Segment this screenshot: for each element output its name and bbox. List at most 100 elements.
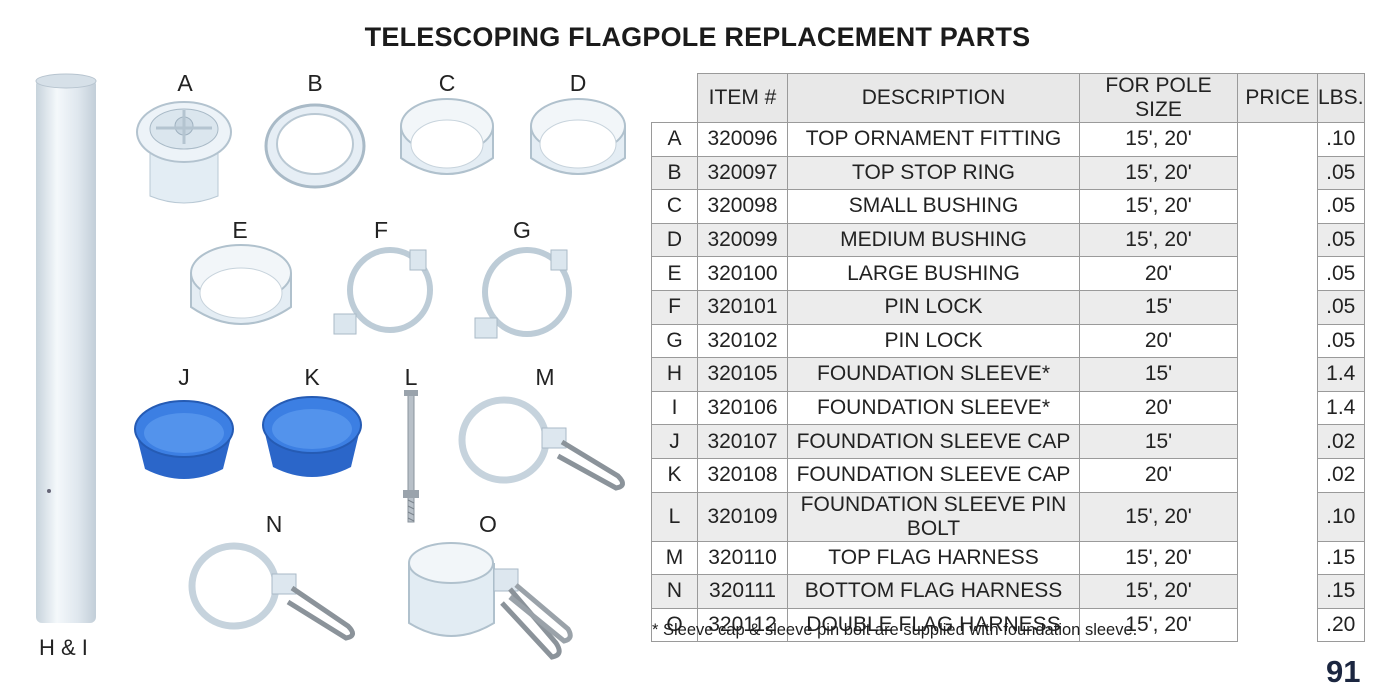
parts-table: ITEM # DESCRIPTION FOR POLE SIZE PRICE L… [651,73,1365,643]
cell-pole-size: 20' [1079,457,1238,493]
part-letter-c: C [438,70,456,96]
cell-pole-size: 15', 20' [1079,155,1238,191]
cell-pole-size: 15', 20' [1079,540,1238,576]
cell-lbs: .05 [1317,222,1365,258]
header-lbs: LBS. [1317,73,1365,123]
foundation-sleeve-cap-15-image [134,400,234,479]
cell-description: PIN LOCK [787,323,1080,359]
cell-price [1237,492,1318,542]
cell-item: 320100 [697,256,788,291]
cell-letter: D [651,222,698,258]
cell-item: 320105 [697,357,788,392]
cell-letter: F [651,289,698,325]
pin-lock-15-image [333,247,433,335]
cell-letter: A [651,122,698,157]
cell-price [1237,256,1318,291]
cell-pole-size: 15' [1079,289,1238,325]
cell-description: TOP ORNAMENT FITTING [787,122,1080,157]
cell-lbs: 1.4 [1317,390,1365,426]
part-letter-a: A [177,70,193,96]
cell-description: TOP FLAG HARNESS [787,540,1080,576]
part-letter-f: F [373,217,389,243]
cell-lbs: .05 [1317,289,1365,325]
cell-description: TOP STOP RING [787,155,1080,191]
large-bushing-image [190,244,292,325]
cell-item: 320112 [697,607,788,643]
cell-pole-size: 20' [1079,390,1238,426]
cell-lbs: .02 [1317,457,1365,493]
cell-item: 320110 [697,540,788,576]
cell-price [1237,391,1318,425]
cell-pole-size: 15' [1079,357,1238,392]
part-letter-b: B [307,70,323,96]
double-flag-harness-image [408,542,573,660]
cell-description: BOTTOM FLAG HARNESS [787,574,1080,609]
cell-letter: M [651,540,698,576]
cell-item: 320102 [697,323,788,359]
cell-item: 320106 [697,390,788,426]
cell-item: 320098 [697,189,788,224]
part-letter-n: N [265,511,283,537]
cell-description: FOUNDATION SLEEVE* [787,357,1080,392]
cell-lbs: .20 [1317,607,1365,643]
cell-price [1237,357,1318,392]
cell-price [1237,189,1318,224]
top-flag-harness-image [458,396,625,491]
cell-pole-size: 20' [1079,323,1238,359]
header-description: DESCRIPTION [787,73,1080,123]
bottom-flag-harness-image [188,542,355,641]
cell-price [1237,122,1318,157]
cell-item: 320096 [697,122,788,157]
cell-price [1237,608,1318,642]
part-letter-d: D [569,70,587,96]
cell-description: PIN LOCK [787,289,1080,325]
cell-description: FOUNDATION SLEEVE CAP [787,457,1080,493]
page-title: TELESCOPING FLAGPOLE REPLACEMENT PARTS [364,22,1031,52]
cell-price [1237,541,1318,575]
page-number: 91 [1326,654,1361,689]
cell-description: DOUBLE FLAG HARNESS [787,607,1080,643]
cell-letter: K [651,457,698,493]
cell-description: SMALL BUSHING [787,189,1080,224]
header-price: PRICE [1237,73,1318,123]
cell-item: 320111 [697,574,788,609]
cell-item: 320109 [697,491,788,542]
table-header-row: ITEM # DESCRIPTION FOR POLE SIZE PRICE L… [651,73,1365,123]
pin-lock-20-image [474,247,572,339]
foundation-sleeve-cap-20-image [262,396,362,477]
cell-letter: H [651,357,698,392]
header-item: ITEM # [697,73,788,123]
part-letter-l: L [404,364,418,390]
cell-pole-size: 15', 20' [1079,222,1238,258]
part-letter-j: J [178,364,190,390]
header-pole-size: FOR POLE SIZE [1079,73,1238,123]
cell-item: 320108 [697,457,788,493]
footnote: * Sleeve cap & sleeve pin bolt are suppl… [652,621,1138,639]
cell-item: 320107 [697,424,788,459]
cell-letter: E [651,256,698,291]
part-letter-g: G [513,217,531,243]
cell-description: MEDIUM BUSHING [787,222,1080,258]
cell-description: FOUNDATION SLEEVE PIN BOLT [787,491,1080,542]
cell-lbs: .10 [1317,122,1365,157]
cell-item: 320097 [697,155,788,191]
foundation-sleeve-image [35,73,97,623]
cell-description: FOUNDATION SLEEVE* [787,390,1080,426]
part-letter-k: K [304,364,320,390]
medium-bushing-image [530,98,626,175]
cell-description: LARGE BUSHING [787,256,1080,291]
cell-lbs: .05 [1317,189,1365,224]
cell-lbs: 1.4 [1317,357,1365,392]
foundation-sleeve-pin-bolt-image [403,390,419,523]
cell-pole-size: 15', 20' [1079,574,1238,609]
cell-item: 320101 [697,289,788,325]
